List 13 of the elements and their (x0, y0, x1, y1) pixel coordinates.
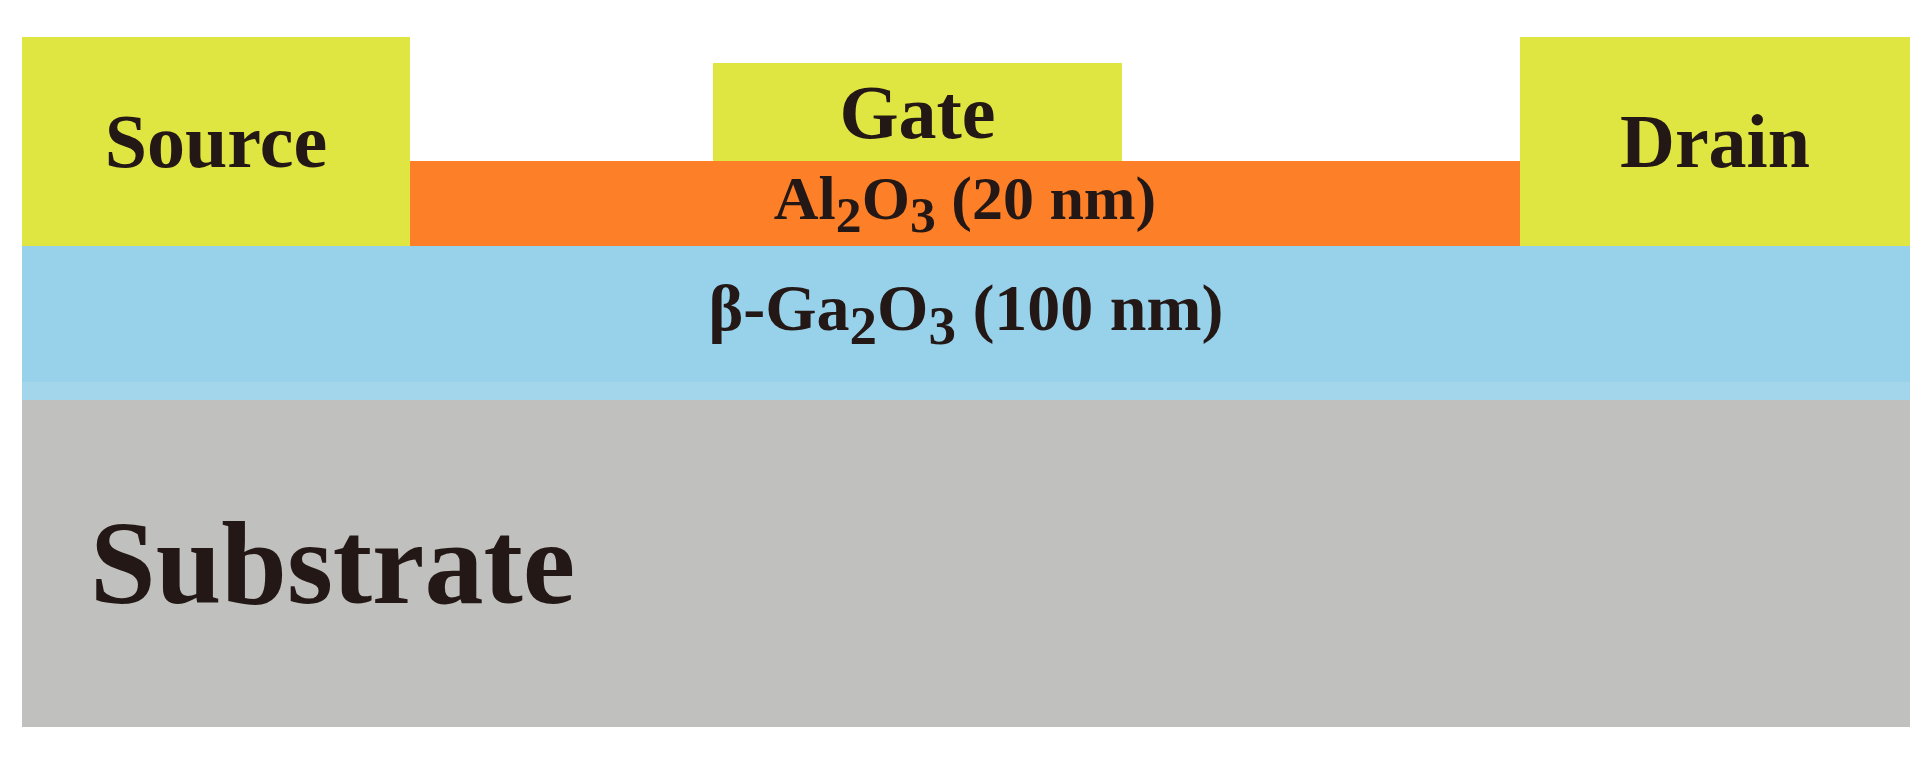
interface-layer (22, 382, 1910, 400)
substrate-layer (22, 400, 1910, 727)
channel-layer (22, 246, 1910, 382)
drain-electrode (1520, 37, 1910, 246)
layer-label: Drain (1620, 98, 1810, 185)
source-electrode (22, 37, 410, 246)
dielectric-layer (410, 161, 1520, 246)
gate-electrode (713, 63, 1122, 161)
layer-label: Source (104, 98, 328, 185)
layer-label: Al$_{2}$O$_{3}$ (20 nm) (773, 162, 1157, 245)
layer-label: Gate (839, 68, 996, 156)
layer-label: β-Ga$_{2}$O$_{3}$ (100 nm) (708, 270, 1224, 358)
layer-label: Substrate (90, 496, 576, 631)
